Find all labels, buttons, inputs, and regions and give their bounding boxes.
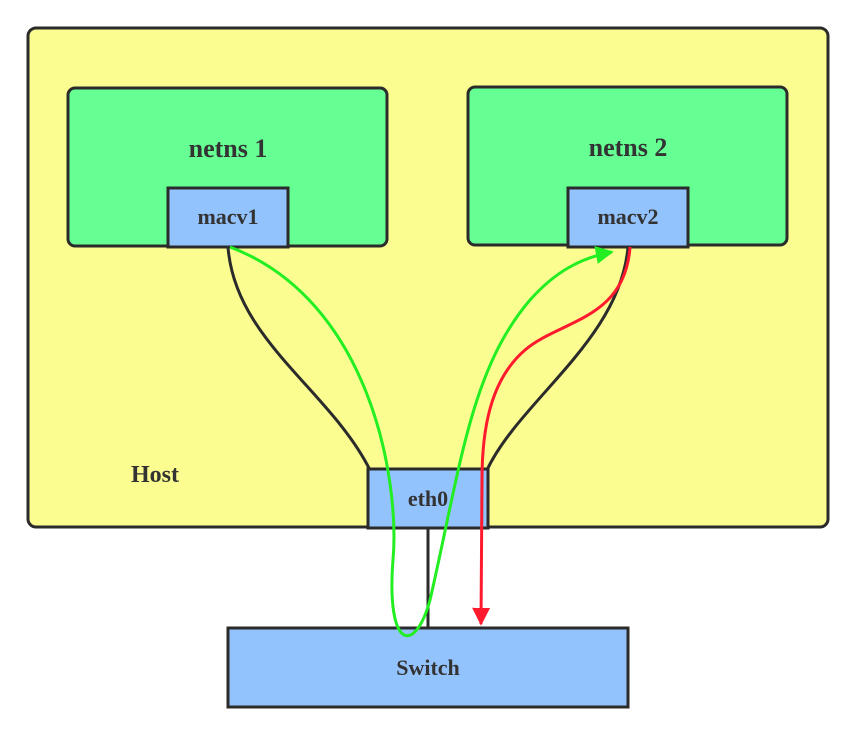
macv2-label: macv2 [597,204,658,229]
host-label: Host [131,462,179,488]
macv1-label: macv1 [197,204,258,229]
netns2-label: netns 2 [589,133,668,162]
macv1-box [166,186,290,249]
macv2-box [566,186,690,249]
red-flow-arrow [472,246,632,626]
switch-label: Switch [396,655,460,680]
macv1-eth0-link [226,246,372,471]
eth0-label: eth0 [408,486,448,511]
switch-box [226,626,630,709]
netns1-label: netns 1 [189,134,268,163]
green-flow-arrow [229,245,614,638]
